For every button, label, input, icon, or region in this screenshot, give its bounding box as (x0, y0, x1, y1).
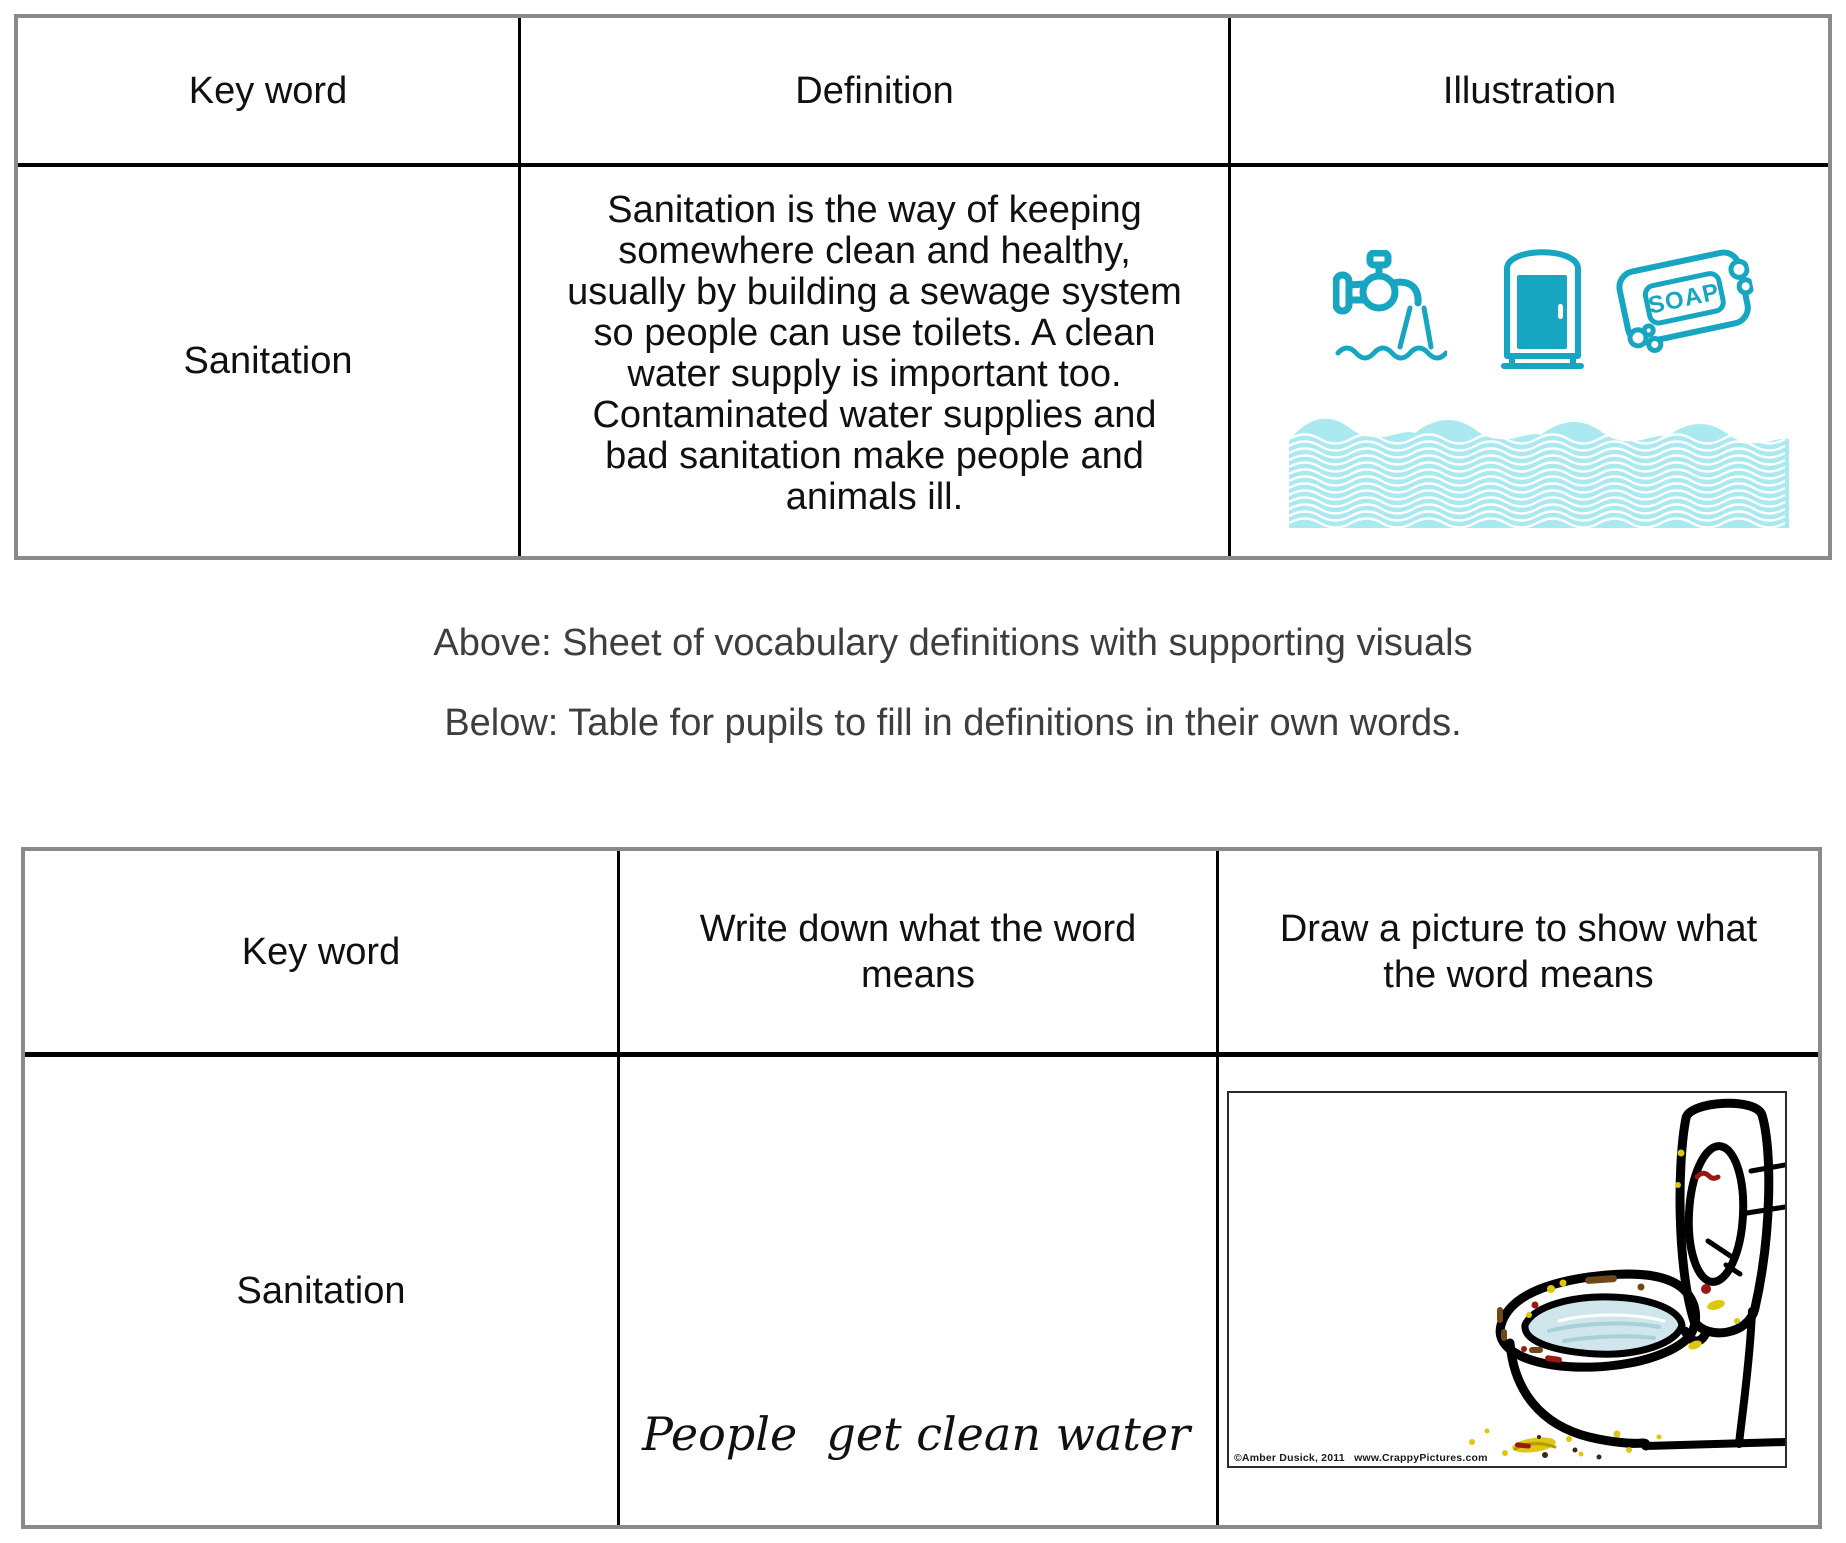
column-header-key-word: Key word (25, 851, 620, 1057)
pupil-drawing-cell: ©Amber Dusick, 2011 www.CrappyPictures.c… (1219, 1057, 1818, 1525)
drawing-watermark: ©Amber Dusick, 2011 www.CrappyPictures.c… (1234, 1452, 1488, 1464)
vocabulary-definitions-table: Key word Definition Illustration Sanitat… (14, 14, 1832, 560)
soap-icon: SOAP (1616, 249, 1755, 353)
portable-toilet-icon (1501, 249, 1584, 369)
caption-above: Above: Sheet of vocabulary definitions w… (433, 622, 1473, 664)
key-word-cell: Sanitation (18, 167, 521, 556)
tap-icon (1333, 250, 1447, 361)
column-header-key-word: Key word (18, 18, 521, 167)
definition-cell: Sanitation is the way of keeping somewhe… (521, 167, 1231, 556)
drawing-frame: ©Amber Dusick, 2011 www.CrappyPictures.c… (1227, 1091, 1789, 1468)
column-header-write-definition: Write down what the word means (620, 851, 1219, 1057)
key-word-cell: Sanitation (25, 1057, 620, 1525)
column-header-illustration: Illustration (1231, 18, 1828, 167)
illustration-cell: SOAP (1231, 167, 1828, 556)
toilet-drawing (1469, 1098, 1789, 1460)
pupil-answer-cell: People get clean water and toilet to not… (620, 1057, 1219, 1525)
caption-below: Below: Table for pupils to fill in defin… (444, 702, 1462, 744)
water-waves-graphic (1289, 418, 1789, 528)
pupil-fill-in-table: Key word Write down what the word means … (21, 847, 1822, 1529)
handwritten-answer: People get clean water and toilet to not… (642, 1407, 1191, 1461)
column-header-definition: Definition (521, 18, 1231, 167)
column-header-draw-picture: Draw a picture to show what the word mea… (1219, 851, 1818, 1057)
